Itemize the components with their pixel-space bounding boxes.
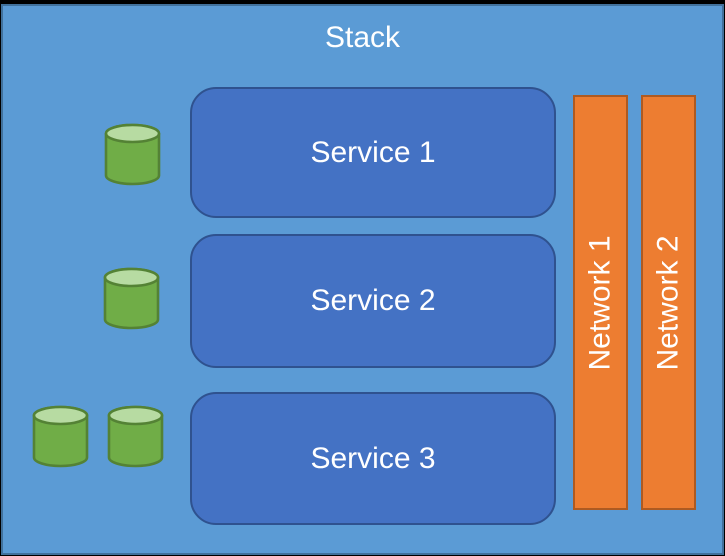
service-2-box: Service 2 bbox=[190, 234, 556, 368]
database-cylinder-icon bbox=[107, 405, 164, 468]
network-1-bar: Network 1 bbox=[573, 95, 628, 510]
database-cylinder-icon bbox=[32, 405, 89, 468]
database-cylinder-icon bbox=[32, 405, 89, 468]
network-2-bar: Network 2 bbox=[641, 95, 696, 510]
network-1-label: Network 1 bbox=[583, 234, 617, 371]
service-1-box: Service 1 bbox=[190, 87, 556, 218]
database-cylinder-icon bbox=[103, 267, 160, 330]
service-2-label: Service 2 bbox=[310, 284, 436, 317]
service-1-label: Service 1 bbox=[310, 135, 436, 169]
database-cylinder-icon bbox=[107, 405, 164, 468]
service-3-box: Service 3 bbox=[190, 392, 556, 525]
service-3-label: Service 3 bbox=[310, 441, 436, 475]
stack-container: Stack Service 1 Service 2 Service 3 Netw… bbox=[1, 4, 724, 555]
stack-title: Stack bbox=[324, 21, 401, 54]
network-2-label: Network 2 bbox=[651, 234, 685, 371]
database-cylinder-icon bbox=[103, 267, 160, 330]
database-cylinder-icon bbox=[104, 123, 161, 186]
database-cylinder-icon bbox=[104, 123, 161, 186]
